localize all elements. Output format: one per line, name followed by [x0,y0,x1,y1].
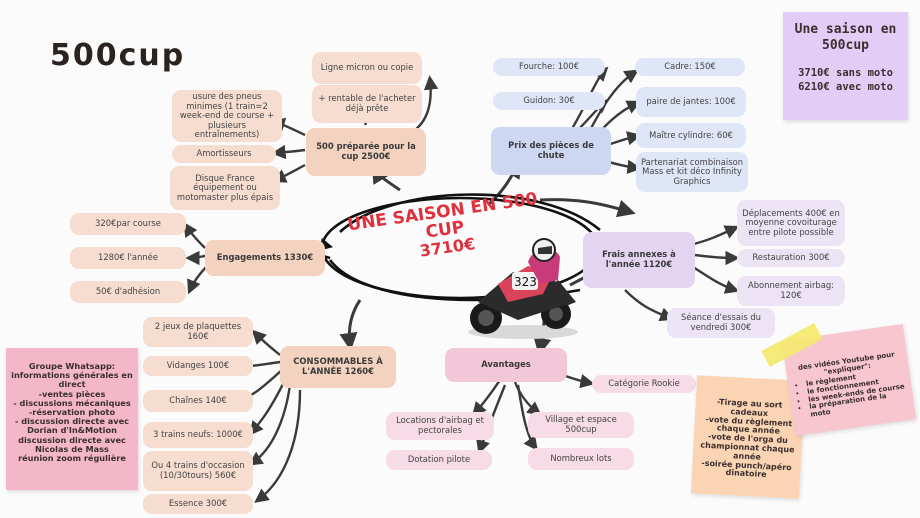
frais-item-essais: Séance d'essais du vendredi 300€ [667,308,775,338]
arrow-prep-disque [271,163,306,183]
whatsapp-line: Dorian d'In&Motion [27,425,117,436]
prep-item-amortisseurs: Amortisseurs [172,145,276,163]
pieces-item-jantes: paire de jantes: 100€ [636,87,746,117]
hub-engagements: Engagements 1330€ [205,240,325,276]
avantages-item-lots: Nombreux lots [528,448,634,470]
frais-item-deplacements: Déplacements 400€ en moyenne covoiturage… [737,200,845,246]
hub-avantages: Avantages [445,348,567,382]
avantages-item-airbag: Locations d'airbag et pectorales [386,412,494,440]
hub-preparee: 500 préparée pour la cup 2500€ [306,128,426,176]
cadeaux-note: -Tirage au sort cadeaux -vote du règleme… [690,375,806,499]
avantages-item-dotation: Dotation pilote [386,450,492,470]
whatsapp-line: Nicolas de Mass [35,443,109,454]
frais-item-restauration: Restauration 300€ [737,249,845,267]
conso-item-plaquettes: 2 jeux de plaquettes 160€ [143,317,253,347]
conso-item-essence: Essence 300€ [143,494,253,514]
conso-item-vidanges: Vidanges 100€ [143,356,253,376]
prep-item-rentable: + rentable de l'acheter déjà prête [312,85,422,123]
whatsapp-note: Groupe Whatsapp: informations générales … [6,348,138,490]
frais-item-airbag: Abonnement airbag: 120€ [737,276,845,306]
hub-pieces: Prix des pièces de chute [491,127,611,175]
whatsapp-line: informations générales en direct [11,370,133,390]
engagement-item-adhesion: 50€ d'adhésion [70,281,186,303]
pieces-item-partenariat: Partenariat combinaison Mass et kit déco… [636,152,748,192]
engagement-item-annee: 1280€ l'année [70,247,186,269]
whatsapp-line: - discussions mécaniques [13,397,131,408]
pieces-item-guidon: Guidon: 30€ [493,92,605,110]
summary-note: Une saison en 500cup 3710€ sans moto 621… [783,12,908,120]
svg-text:323: 323 [514,275,537,289]
whatsapp-line: -ventes pièces [38,388,106,399]
page-title: 500cup [50,38,186,73]
summary-title: Une saison en 500cup [794,22,897,54]
avantages-item-rookie: Catégorie Rookie [592,375,696,393]
arrow-prep-top2 [414,75,439,131]
prep-item-usure: usure des pneus minimes (1 train=2 week-… [172,90,282,142]
hub-frais: Frais annexes à l'année 1120€ [583,232,695,288]
avantages-item-village: Village et espace 500cup [528,412,634,438]
conso-item-chaines: Chaînes 140€ [143,390,253,412]
conso-item-trains-neufs: 3 trains neufs: 1000€ [143,422,253,448]
whatsapp-line: -réservation photo [28,406,116,417]
prep-item-disque: Disque France équipement ou motomaster p… [170,166,280,210]
motorcycle-rider-image: 323 [468,238,578,339]
whatsapp-line: réunion zoom régulière [18,452,126,463]
summary-line1: 3710€ sans moto [798,66,893,79]
whatsapp-line: - discussion directe avec [14,416,130,427]
pieces-item-maitre-cylindre: Maître cylindre: 60€ [636,123,746,148]
pieces-item-cadre: Cadre: 150€ [635,58,745,76]
whatsapp-line: Groupe Whatsapp: [28,361,116,371]
hub-consommables: CONSOMMABLES À L'ANNÉE 1260€ [280,346,396,388]
cadeaux-line: -soirée punch/apéro dînatoire [701,458,792,480]
prep-item-ligne: Ligne micron ou copie [312,52,422,84]
engagement-item-course: 320€par course [70,213,186,235]
conso-item-trains-occasion: Ou 4 trains d'occasion (10/30tours) 560€ [143,451,253,491]
whatsapp-line: discussion directe avec [18,434,126,445]
arrow-prep-amort [271,144,306,160]
summary-line2: 6210€ avec moto [798,80,893,93]
pieces-item-fourche: Fourche: 100€ [493,58,605,76]
